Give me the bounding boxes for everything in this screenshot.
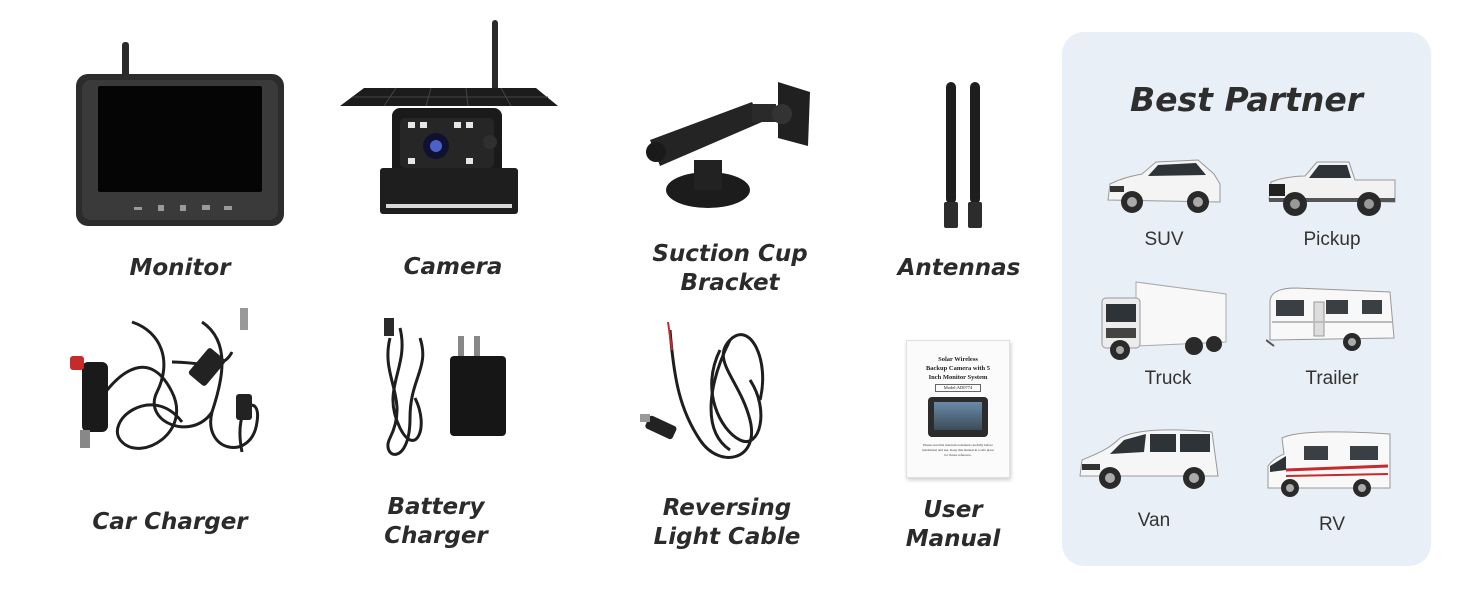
monitor-image: [72, 40, 292, 230]
manual-model: Model:AD0774: [935, 384, 981, 392]
best-partner-panel: Best Partner SUV Pickup: [1062, 32, 1431, 566]
product-label-antennas: Antennas: [897, 255, 1021, 281]
suction-cup-bracket-image: [640, 74, 816, 214]
product-label-monitor: Monitor: [129, 255, 231, 281]
vehicle-label-trailer: Trailer: [1305, 368, 1359, 389]
car-charger-image: [62, 302, 278, 482]
best-partner-title: Best Partner: [1130, 80, 1363, 119]
product-label-camera: Camera: [403, 254, 503, 280]
truck-image: [1098, 280, 1228, 362]
camera-image: [336, 18, 562, 218]
rv-image: [1264, 426, 1394, 500]
vehicle-label-pickup: Pickup: [1303, 229, 1361, 250]
vehicle-label-van: Van: [1137, 510, 1171, 531]
user-manual-image: Solar Wireless Backup Camera with 5 Inch…: [906, 340, 1010, 478]
pickup-image: [1265, 156, 1399, 222]
trailer-image: [1266, 282, 1398, 356]
antennas-image: [932, 78, 992, 232]
vehicle-label-rv: RV: [1318, 514, 1346, 535]
manual-note: Please read this instruction manual care…: [922, 443, 994, 457]
van-image: [1076, 424, 1222, 494]
manual-monitor-picture: [928, 397, 988, 437]
vehicle-label-suv: SUV: [1144, 229, 1184, 250]
vehicle-label-truck: Truck: [1144, 368, 1192, 389]
manual-title: Solar Wireless Backup Camera with 5 Inch…: [925, 356, 991, 381]
suv-image: [1102, 154, 1226, 220]
reversing-light-cable-image: [640, 320, 780, 480]
battery-charger-image: [370, 308, 520, 476]
product-label-car-charger: Car Charger: [92, 509, 248, 535]
